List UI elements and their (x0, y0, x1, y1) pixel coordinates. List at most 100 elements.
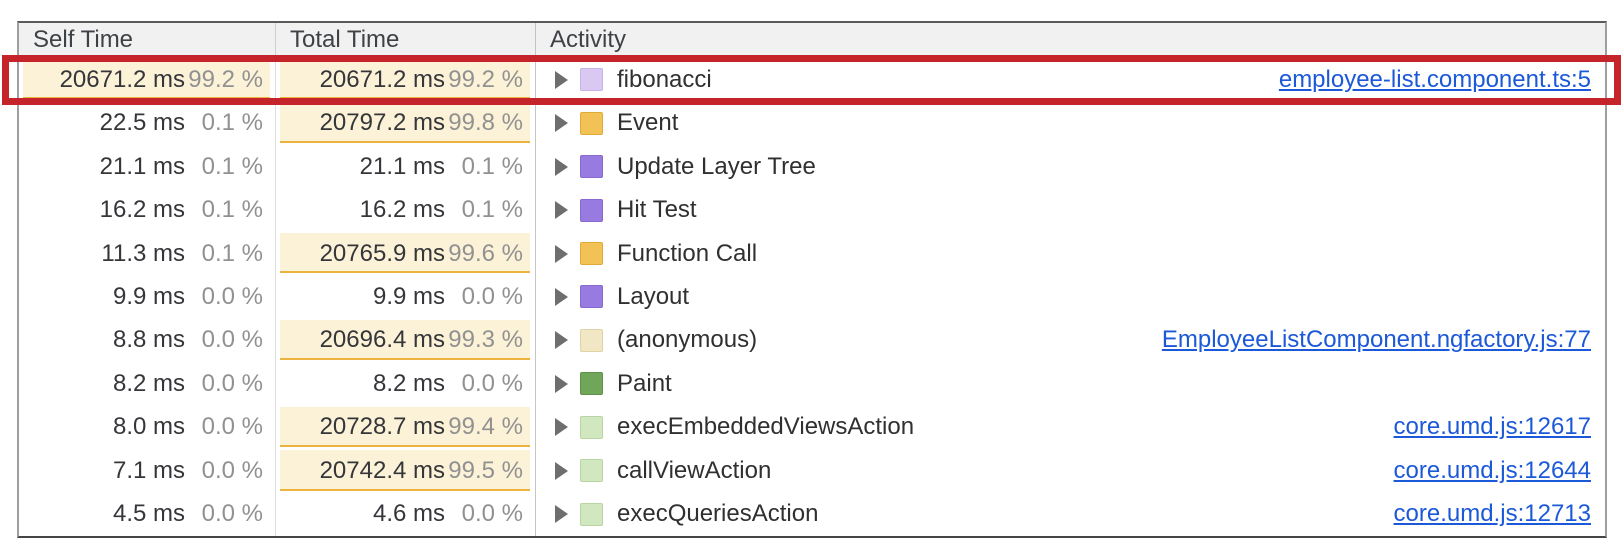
column-header-total-time[interactable]: Total Time (276, 23, 536, 57)
total-time-value: 20696.4 ms (319, 326, 445, 354)
category-color-swatch (580, 285, 603, 309)
self-time-value: 22.5 ms (99, 109, 185, 137)
category-color-swatch (580, 155, 603, 179)
table-row[interactable]: 22.5 ms 0.1 % 20797.2 ms 99.8 % Event (19, 101, 1605, 145)
self-time-percent: 0.0 % (201, 326, 263, 354)
table-row[interactable]: 11.3 ms 0.1 % 20765.9 ms 99.6 % Function… (19, 231, 1605, 276)
expand-arrow-icon[interactable] (555, 70, 568, 89)
activity-label: execQueriesAction (617, 500, 819, 528)
self-time-value: 4.5 ms (112, 500, 185, 528)
activity-cell: callViewAction core.umd.js:12644 (536, 449, 1605, 492)
table-row[interactable]: 20671.2 ms 99.2 % 20671.2 ms 99.2 % fibo… (19, 58, 1605, 102)
total-time-cell: 20742.4 ms 99.5 % (276, 449, 536, 493)
activity-cell: Event (536, 101, 1605, 144)
table-row[interactable]: 16.2 ms 0.1 % 16.2 ms 0.1 % Hit Test (19, 188, 1605, 232)
table-row[interactable]: 8.2 ms 0.0 % 8.2 ms 0.0 % Paint (19, 362, 1605, 406)
activity-cell: execEmbeddedViewsAction core.umd.js:1261… (536, 406, 1605, 449)
self-time-cell: 8.8 ms 0.0 % (19, 318, 276, 363)
self-time-cell: 22.5 ms 0.1 % (19, 101, 276, 145)
source-link[interactable]: core.umd.js:12713 (1393, 500, 1591, 528)
total-time-percent: 0.0 % (461, 282, 523, 310)
table-header-row: Self Time Total Time Activity (19, 23, 1605, 58)
total-time-cell: 20797.2 ms 99.8 % (276, 101, 536, 145)
self-time-percent: 0.1 % (201, 239, 263, 267)
category-color-swatch (580, 68, 603, 92)
table-row[interactable]: 4.5 ms 0.0 % 4.6 ms 0.0 % execQueriesAct… (19, 492, 1605, 536)
self-time-value: 20671.2 ms (59, 65, 185, 93)
total-time-cell: 4.6 ms 0.0 % (276, 492, 536, 536)
total-time-percentage-bar (280, 319, 530, 361)
source-link[interactable]: employee-list.component.ts:5 (1278, 65, 1591, 93)
expand-arrow-icon[interactable] (555, 157, 568, 176)
activity-cell: execQueriesAction core.umd.js:12713 (536, 493, 1605, 536)
source-link[interactable]: EmployeeListComponent.ngfactory.js:77 (1161, 326, 1591, 354)
self-time-percent: 0.0 % (201, 500, 263, 528)
self-time-cell: 4.5 ms 0.0 % (19, 492, 276, 536)
total-time-value: 20671.2 ms (319, 65, 445, 93)
self-time-cell: 9.9 ms 0.0 % (19, 275, 276, 319)
total-time-cell: 20696.4 ms 99.3 % (276, 318, 536, 363)
total-time-percent: 0.0 % (461, 500, 523, 528)
expand-arrow-icon[interactable] (555, 287, 568, 306)
self-time-value: 9.9 ms (112, 282, 185, 310)
self-time-cell: 8.0 ms 0.0 % (19, 405, 276, 450)
table-row[interactable]: 7.1 ms 0.0 % 20742.4 ms 99.5 % callViewA… (19, 449, 1605, 493)
activity-cell: Layout (536, 275, 1605, 318)
source-link[interactable]: core.umd.js:12617 (1393, 413, 1591, 441)
expand-arrow-icon[interactable] (555, 331, 568, 350)
activity-label: Hit Test (617, 196, 697, 224)
self-time-value: 16.2 ms (99, 196, 185, 224)
total-time-cell: 21.1 ms 0.1 % (276, 144, 536, 189)
expand-arrow-icon[interactable] (555, 374, 568, 393)
self-time-cell: 20671.2 ms 99.2 % (19, 58, 276, 102)
total-time-value: 20797.2 ms (319, 109, 445, 137)
column-header-activity[interactable]: Activity (550, 26, 627, 53)
bottom-up-table: Self Time Total Time Activity 20671.2 ms… (17, 21, 1607, 538)
table-row[interactable]: 8.8 ms 0.0 % 20696.4 ms 99.3 % (anonymou… (19, 318, 1605, 363)
self-time-cell: 16.2 ms 0.1 % (19, 188, 276, 232)
column-header-self-time[interactable]: Self Time (19, 23, 276, 57)
expand-arrow-icon[interactable] (555, 114, 568, 133)
source-link[interactable]: core.umd.js:12644 (1393, 456, 1591, 484)
total-time-percentage-bar (280, 102, 530, 143)
total-time-percentage-bar (280, 232, 530, 274)
self-time-percent: 0.0 % (201, 369, 263, 397)
self-time-percent: 0.0 % (201, 456, 263, 484)
table-row[interactable]: 21.1 ms 0.1 % 21.1 ms 0.1 % Update Layer… (19, 144, 1605, 189)
category-color-swatch (580, 328, 603, 352)
expand-arrow-icon[interactable] (555, 461, 568, 480)
self-time-value: 8.0 ms (112, 413, 185, 441)
total-time-value: 20728.7 ms (319, 413, 445, 441)
total-time-value: 16.2 ms (359, 196, 445, 224)
total-time-value: 20742.4 ms (319, 456, 445, 484)
category-color-swatch (580, 198, 603, 222)
total-time-value: 8.2 ms (372, 369, 445, 397)
total-time-percent: 99.8 % (448, 109, 523, 137)
total-time-cell: 20671.2 ms 99.2 % (276, 58, 536, 102)
self-time-value: 8.8 ms (112, 326, 185, 354)
table-row[interactable]: 9.9 ms 0.0 % 9.9 ms 0.0 % Layout (19, 275, 1605, 319)
activity-label: Layout (617, 282, 690, 310)
expand-arrow-icon[interactable] (555, 244, 568, 263)
self-time-percent: 0.1 % (201, 152, 263, 180)
self-time-cell: 8.2 ms 0.0 % (19, 362, 276, 406)
total-time-percentage-bar (280, 450, 530, 491)
expand-arrow-icon[interactable] (555, 201, 568, 220)
expand-arrow-icon[interactable] (555, 505, 568, 524)
activity-cell: Update Layer Tree (536, 145, 1605, 188)
table-row[interactable]: 8.0 ms 0.0 % 20728.7 ms 99.4 % execEmbed… (19, 405, 1605, 450)
self-time-cell: 7.1 ms 0.0 % (19, 449, 276, 493)
category-color-swatch (580, 242, 603, 266)
self-time-value: 8.2 ms (112, 369, 185, 397)
category-color-swatch (580, 372, 603, 396)
expand-arrow-icon[interactable] (555, 418, 568, 437)
total-time-percent: 0.1 % (461, 196, 523, 224)
total-time-percent: 99.3 % (448, 326, 523, 354)
self-time-value: 21.1 ms (99, 152, 185, 180)
category-color-swatch (580, 459, 603, 483)
total-time-cell: 20765.9 ms 99.6 % (276, 231, 536, 276)
category-color-swatch (580, 502, 603, 526)
activity-label: (anonymous) (617, 326, 758, 354)
activity-label: Update Layer Tree (617, 152, 816, 180)
total-time-percent: 99.6 % (448, 239, 523, 267)
